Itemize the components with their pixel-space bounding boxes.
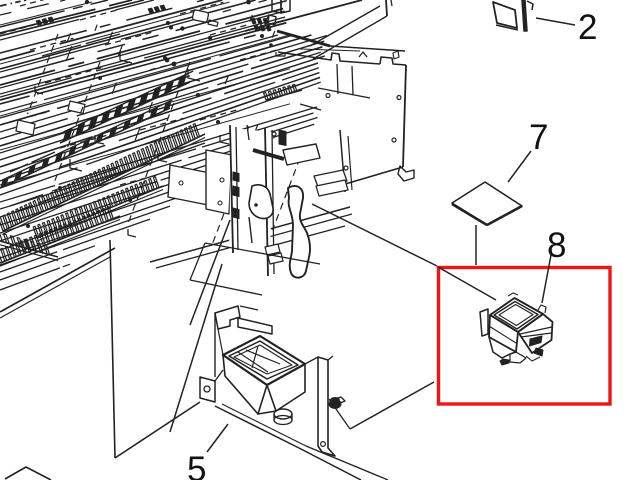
svg-text:2: 2 <box>578 8 597 47</box>
svg-text:5: 5 <box>187 450 206 480</box>
svg-text:8: 8 <box>547 226 566 265</box>
svg-text:7: 7 <box>529 118 548 157</box>
